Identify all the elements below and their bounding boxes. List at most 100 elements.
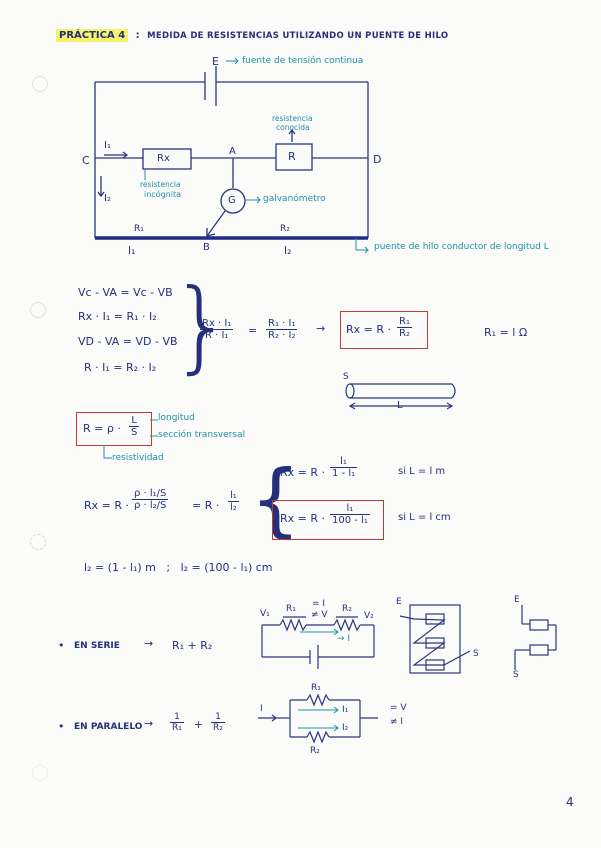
page-title: MEDIDA DE RESISTENCIAS UTILIZANDO UN PUE… xyxy=(147,31,449,41)
series-bullet: • xyxy=(58,639,65,652)
case1-lhs: Rx = R · xyxy=(280,466,325,479)
boxed-lhs: Rx = R · xyxy=(346,323,391,336)
wire-L-label: L xyxy=(397,400,403,411)
ratio-left-num: Rx · I₁ xyxy=(200,318,234,330)
case1-num: l₁ xyxy=(330,456,358,468)
page-number: 4 xyxy=(566,795,574,809)
derivation-lhs: Rx = R · xyxy=(84,499,129,512)
R2-wire-label: R₂ xyxy=(280,224,290,234)
parallel-I: I xyxy=(260,704,263,714)
parallel-arrow: → xyxy=(144,717,154,730)
parallel-f2-den: R₂ xyxy=(213,723,223,733)
resistivity-den: S xyxy=(131,427,138,438)
E-note: fuente de tensión continua xyxy=(242,56,364,66)
derivation-den: ρ · l₂/S xyxy=(134,500,167,511)
parallel-f1-den: R₁ xyxy=(172,723,182,733)
Rx-note-1: resistencia xyxy=(140,180,181,189)
Rx-note-2: incógnita xyxy=(144,190,181,199)
series-R2: R₂ xyxy=(342,604,352,614)
wire-note: puente de hilo conductor de longitud L xyxy=(374,242,549,252)
ratio-left-den: R · I₁ xyxy=(204,330,229,341)
B-node-label: B xyxy=(203,242,210,253)
derivation-num2: l₁ xyxy=(228,490,239,502)
E-label: E xyxy=(212,55,219,68)
r1-note: R₁ = l Ω xyxy=(484,326,528,339)
parallel-R2: R₂ xyxy=(310,746,320,756)
equation-1: Vc - VA = Vc - VB xyxy=(78,286,173,299)
C-node-label: C xyxy=(82,154,90,167)
series-E: E xyxy=(396,597,402,607)
series-V2: V₂ xyxy=(364,611,374,621)
parallel-plus: + xyxy=(194,718,204,731)
diagram-S: S xyxy=(513,670,519,680)
series-Iarrow: → I xyxy=(337,634,351,644)
boxed-num: R₁ xyxy=(397,316,412,328)
punch-hole-3 xyxy=(30,534,46,550)
R-resistor-label: R xyxy=(288,150,296,163)
equation-3: VD - VA = VD - VB xyxy=(78,335,178,348)
boxed-den: R₂ xyxy=(399,328,410,339)
series-V1: V₁ xyxy=(260,609,270,619)
I1-label: I₁ xyxy=(104,140,111,151)
series-neqV: ≠ V xyxy=(311,610,328,620)
parallel-neqI: ≠ I xyxy=(390,717,404,727)
section-note: sección transversal xyxy=(158,430,246,440)
resistivity-num: L xyxy=(129,415,140,427)
series-formula: R₁ + R₂ xyxy=(172,639,213,652)
parallel-bullet: • xyxy=(58,720,65,733)
case1-cond: si L = l m xyxy=(398,466,446,477)
resistivity-note: resistividad xyxy=(112,453,164,463)
parallel-label: EN PARALELO xyxy=(74,722,143,732)
parallel-f1-num: 1 xyxy=(170,712,184,723)
Rx-resistor-label: Rx xyxy=(157,153,170,164)
case2-num: l₁ xyxy=(330,503,370,515)
derivation-eq: = R · xyxy=(192,499,220,512)
A-node-label: A xyxy=(229,146,236,157)
series-R1: R₁ xyxy=(286,604,296,614)
R-note-1: resistencia xyxy=(272,114,313,123)
series-label: EN SERIE xyxy=(74,641,120,651)
punch-hole-1 xyxy=(32,76,48,92)
header-colon: : xyxy=(135,30,140,41)
parallel-f2-num: 1 xyxy=(211,712,225,723)
case2-box xyxy=(272,500,384,540)
punch-hole-4 xyxy=(32,765,48,781)
l1-label: l₁ xyxy=(128,244,136,257)
wire-S-label: S xyxy=(343,372,349,382)
brace-2: { xyxy=(250,453,301,546)
I2-label: I₂ xyxy=(104,193,111,204)
parallel-I2: I₂ xyxy=(342,723,349,733)
length-note: longitud xyxy=(158,413,195,423)
derivation-den2: l₂ xyxy=(230,502,237,513)
case2-cond: si L = l cm xyxy=(398,512,451,523)
header: PRÁCTICA 4 : MEDIDA DE RESISTENCIAS UTIL… xyxy=(56,29,449,42)
galvanometer-label: G xyxy=(228,195,236,206)
D-node-label: D xyxy=(373,153,382,166)
series-arrow: → xyxy=(144,637,154,650)
R1-wire-label: R₁ xyxy=(134,224,144,234)
punch-hole-2 xyxy=(30,302,46,318)
resistivity-lhs: R = ρ · xyxy=(83,422,121,435)
equation-2: Rx · I₁ = R₁ · I₂ xyxy=(78,310,157,323)
R-note-2: conocida xyxy=(276,123,310,132)
brace-1: } xyxy=(170,267,234,384)
series-eqI: = I xyxy=(312,599,326,609)
practice-label: PRÁCTICA 4 xyxy=(56,29,129,42)
parallel-eqV: = V xyxy=(390,703,407,713)
diagram-E: E xyxy=(514,595,520,605)
l2-relation: l₂ = (1 - l₁) m ; l₂ = (100 - l₁) cm xyxy=(84,561,273,574)
derivation-num: ρ · l₁/S xyxy=(132,488,169,500)
ratio-right-num: R₁ · I₁ xyxy=(266,318,298,330)
case2-lhs: Rx = R · xyxy=(280,512,325,525)
